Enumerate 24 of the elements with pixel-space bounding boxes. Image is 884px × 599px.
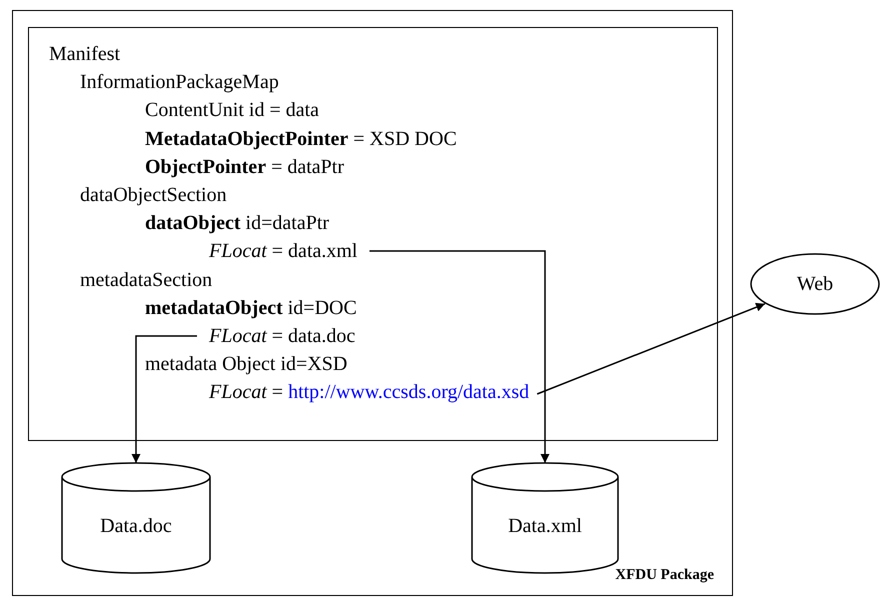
manifest-entry: InformationPackageMap xyxy=(80,70,279,94)
manifest-entry: MetadataObjectPointer = XSD DOC xyxy=(145,127,457,151)
file-name: Data.xml xyxy=(508,514,582,538)
manifest-entry: metadataObject id=DOC xyxy=(145,296,357,320)
package-label: XFDU Package xyxy=(615,566,714,585)
web-label: Web xyxy=(796,272,834,296)
manifest-entry: metadataSection xyxy=(80,268,212,292)
file-location-text: FLocat = data.xml xyxy=(209,239,358,263)
arrow xyxy=(369,250,550,463)
manifest-entry: metadata Object id=XSD xyxy=(145,352,348,376)
manifest-entry: dataObject id=dataPtr xyxy=(145,211,330,235)
manifest-heading: Manifest xyxy=(49,42,120,66)
package-frame xyxy=(12,10,733,596)
database-cylinder xyxy=(61,463,211,573)
file-location-text: FLocat = xyxy=(209,381,284,403)
manifest-entry: dataObjectSection xyxy=(80,183,227,207)
manifest-entry: ContentUnit id = data xyxy=(145,98,320,122)
manifest-entry: ObjectPointer = dataPtr xyxy=(145,155,344,179)
file-location-text: FLocat = data.doc xyxy=(209,324,356,348)
url-link: http://www.ccsds.org/data.xsd xyxy=(288,381,530,403)
arrow xyxy=(132,335,197,463)
manifest-box xyxy=(28,27,718,441)
file-name: Data.doc xyxy=(100,514,172,538)
arrow xyxy=(536,302,766,395)
